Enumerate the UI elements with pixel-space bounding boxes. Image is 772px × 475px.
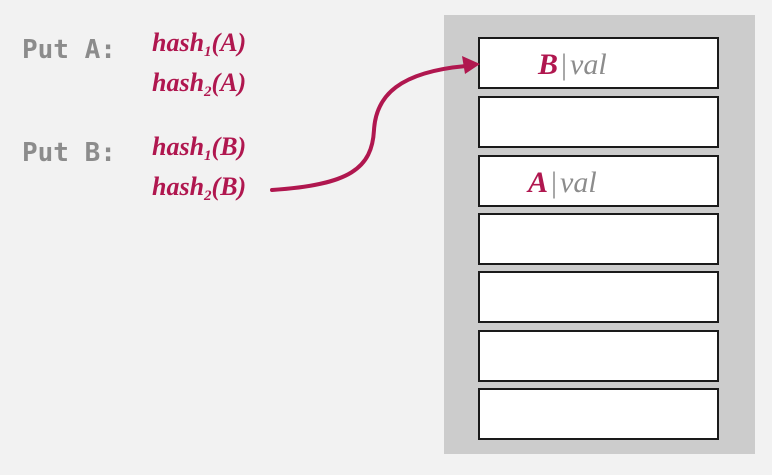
- entry-separator: |: [561, 48, 568, 81]
- table-slot-1: [478, 96, 719, 148]
- hash1-a: hash1(A): [152, 28, 247, 60]
- hash-arg: (A): [211, 68, 247, 97]
- hash-fn: hash: [152, 172, 205, 201]
- slot-entry: [538, 226, 544, 256]
- hash2-b: hash2(B): [152, 172, 247, 204]
- entry-key: A: [528, 166, 549, 199]
- hash-index: 1: [204, 148, 212, 164]
- slot-entry: A|val: [528, 168, 597, 198]
- slot-entry: [538, 343, 544, 373]
- hash-table: B|val A|val: [444, 15, 755, 454]
- hash2-a: hash2(A): [152, 68, 247, 100]
- put-a-label: Put A:: [22, 35, 116, 65]
- hash-fn: hash: [152, 28, 205, 57]
- slot-entry: [538, 109, 544, 139]
- hash-fn: hash: [152, 132, 205, 161]
- hash-arg: (B): [211, 172, 247, 201]
- hash-fn: hash: [152, 68, 205, 97]
- arrow-curve: [270, 64, 468, 192]
- slot-entry: [538, 284, 544, 314]
- slot-entry: [538, 401, 544, 431]
- table-slot-6: [478, 388, 719, 440]
- hash-arg: (A): [211, 28, 247, 57]
- put-b-label: Put B:: [22, 138, 116, 168]
- hash-index: 2: [204, 188, 212, 204]
- hash1-b: hash1(B): [152, 132, 247, 164]
- table-slot-2: A|val: [478, 155, 719, 207]
- entry-key: B: [538, 48, 559, 81]
- slot-entry: B|val: [538, 50, 607, 80]
- hash-index: 1: [204, 44, 212, 60]
- hash-arg: (B): [211, 132, 247, 161]
- table-slot-0: B|val: [478, 37, 719, 89]
- table-slot-5: [478, 330, 719, 382]
- entry-separator: |: [551, 166, 558, 199]
- entry-value: val: [570, 48, 607, 81]
- table-slot-4: [478, 271, 719, 323]
- table-slot-3: [478, 213, 719, 265]
- entry-value: val: [560, 166, 597, 199]
- hash-index: 2: [204, 84, 212, 100]
